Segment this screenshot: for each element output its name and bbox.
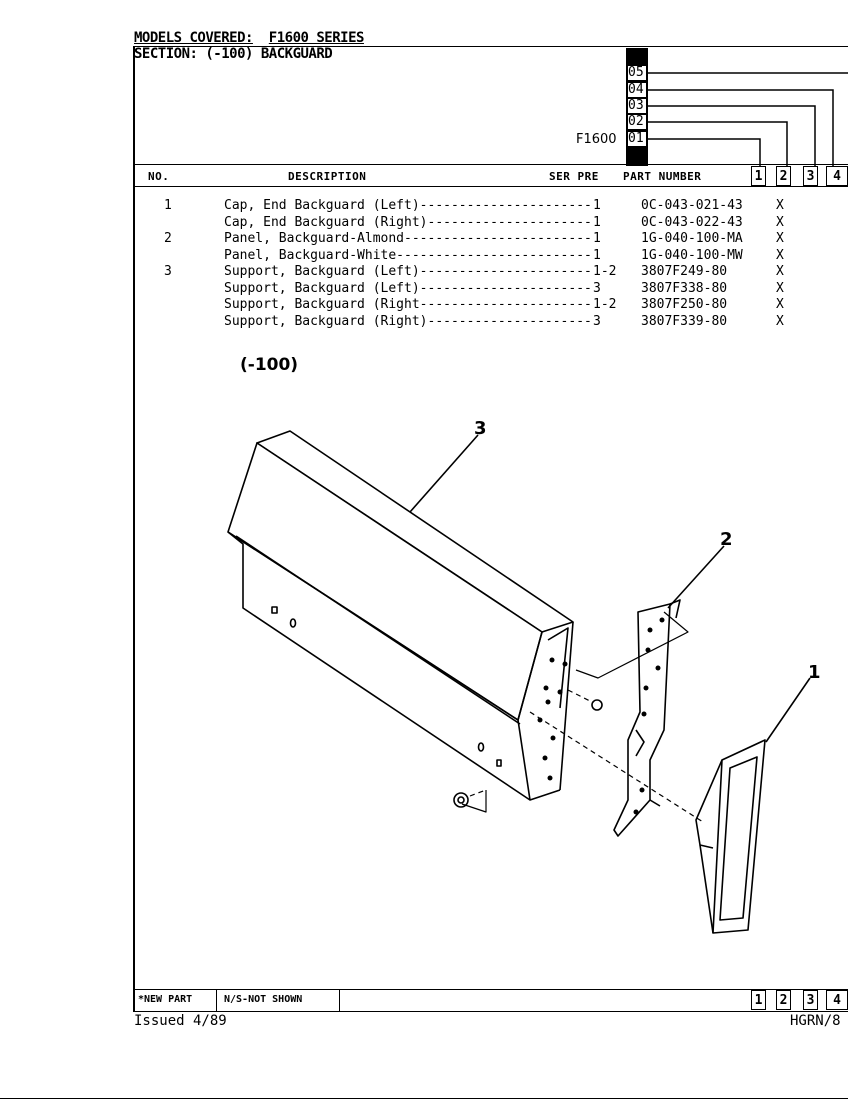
new-part-note: *NEW PART bbox=[138, 994, 193, 1005]
part-number: 3807F339-80 bbox=[641, 313, 728, 329]
footer-box-1: 1 bbox=[751, 990, 766, 1010]
models-value: F1600 SERIES bbox=[268, 30, 365, 46]
footer-rule-top bbox=[133, 989, 848, 990]
part-number: 3807F249-80 bbox=[641, 264, 728, 279]
part-no: 3 bbox=[164, 264, 172, 279]
part-mark: X bbox=[776, 231, 784, 246]
part-ser: 1 bbox=[593, 247, 601, 263]
panel-backguard-drawing bbox=[613, 599, 681, 837]
col-box-3: 3 bbox=[803, 166, 818, 186]
part-ser: 1 bbox=[593, 214, 601, 230]
col-no: NO. bbox=[148, 170, 170, 183]
part-desc: Cap, End Backguard (Left)---------------… bbox=[224, 198, 592, 213]
part-number: 0C-043-021-43 bbox=[641, 198, 743, 213]
footer-box-4: 4 bbox=[826, 990, 848, 1010]
model-code-01: 01 bbox=[628, 132, 646, 147]
col-box-1: 1 bbox=[751, 166, 766, 186]
exploded-diagram: 3 2 1 bbox=[227, 418, 821, 934]
part-no: 1 bbox=[164, 198, 172, 213]
callout-3: 3 bbox=[474, 418, 487, 439]
not-shown-note: N/S-NOT SHOWN bbox=[224, 994, 303, 1005]
col-box-2: 2 bbox=[776, 166, 791, 186]
header-rule-bottom bbox=[133, 186, 848, 187]
table-row: 3 Support, Backguard (Left)--------------… bbox=[146, 264, 796, 281]
table-row: Cap, End Backguard (Right)--------------… bbox=[146, 215, 796, 232]
model-ladder-lines bbox=[648, 72, 848, 166]
issued-date: Issued 4/89 bbox=[134, 1013, 227, 1029]
table-row: Support, Backguard (Left)---------------… bbox=[146, 281, 796, 298]
col-part-number: PART NUMBER bbox=[623, 170, 702, 183]
models-covered: MODELS COVERED: F1600 SERIES bbox=[134, 30, 364, 46]
model-code-05: 05 bbox=[628, 66, 646, 81]
section-title: SECTION: (-100) BACKGUARD bbox=[134, 46, 333, 62]
part-ser: 3 bbox=[593, 313, 601, 329]
model-code-02: 02 bbox=[628, 115, 646, 130]
header-rule-top bbox=[133, 164, 848, 165]
callout-1: 1 bbox=[808, 662, 821, 683]
footer-box-2: 2 bbox=[776, 990, 791, 1010]
part-desc: Support, Backguard (Left)---------------… bbox=[224, 264, 592, 279]
page-bottom-rule bbox=[0, 1098, 848, 1099]
footer-divider bbox=[216, 989, 217, 1011]
part-mark: X bbox=[776, 297, 784, 312]
end-cap-drawing bbox=[695, 739, 766, 934]
part-desc: Cap, End Backguard (Right)--------------… bbox=[224, 214, 592, 230]
part-mark: X bbox=[776, 214, 784, 230]
callout-2: 2 bbox=[720, 529, 733, 550]
part-ser: 1 bbox=[593, 198, 601, 213]
diagram-label: (-100) bbox=[240, 355, 299, 375]
part-desc: Panel, Backguard-Almond-----------------… bbox=[224, 231, 592, 246]
model-code-04: 04 bbox=[628, 83, 646, 98]
table-row: Support, Backguard (Right)--------------… bbox=[146, 314, 796, 331]
part-mark: X bbox=[776, 247, 784, 263]
page-frame bbox=[133, 46, 848, 1012]
part-desc: Support, Backguard (Right---------------… bbox=[224, 297, 592, 312]
document-code: HGRN/8 bbox=[790, 1013, 841, 1029]
part-number: 0C-043-022-43 bbox=[641, 214, 743, 230]
models-label: MODELS COVERED: bbox=[134, 30, 253, 46]
part-mark: X bbox=[776, 264, 784, 279]
part-no: 2 bbox=[164, 231, 172, 246]
screws-drawing bbox=[453, 699, 603, 808]
part-mark: X bbox=[776, 313, 784, 329]
table-row: Panel, Backguard-White------------------… bbox=[146, 248, 796, 265]
part-number: 1G-040-100-MW bbox=[641, 247, 743, 263]
part-ser: 1-2 bbox=[593, 297, 617, 312]
part-ser: 1 bbox=[593, 231, 601, 246]
part-mark: X bbox=[776, 198, 784, 213]
part-number: 1G-040-100-MA bbox=[641, 231, 743, 246]
col-description: DESCRIPTION bbox=[288, 170, 367, 183]
footer-rule-bottom bbox=[133, 1011, 848, 1012]
part-desc: Panel, Backguard-White------------------… bbox=[224, 247, 592, 263]
col-ser-pre: SER PRE bbox=[549, 170, 599, 183]
part-desc: Support, Backguard (Right)--------------… bbox=[224, 313, 592, 329]
table-row: 2 Panel, Backguard-Almond----------------… bbox=[146, 231, 796, 248]
model-code-03: 03 bbox=[628, 99, 646, 114]
part-number: 3807F338-80 bbox=[641, 280, 728, 296]
part-ser: 3 bbox=[593, 280, 601, 296]
table-row: Support, Backguard (Right---------------… bbox=[146, 297, 796, 314]
footer-divider bbox=[339, 989, 340, 1011]
footer-box-3: 3 bbox=[803, 990, 818, 1010]
part-number: 3807F250-80 bbox=[641, 297, 728, 312]
part-desc: Support, Backguard (Left)---------------… bbox=[224, 280, 592, 296]
model-name: F1600 bbox=[576, 132, 617, 147]
part-mark: X bbox=[776, 280, 784, 296]
part-ser: 1-2 bbox=[593, 264, 617, 279]
support-backguard-drawing bbox=[227, 430, 574, 801]
